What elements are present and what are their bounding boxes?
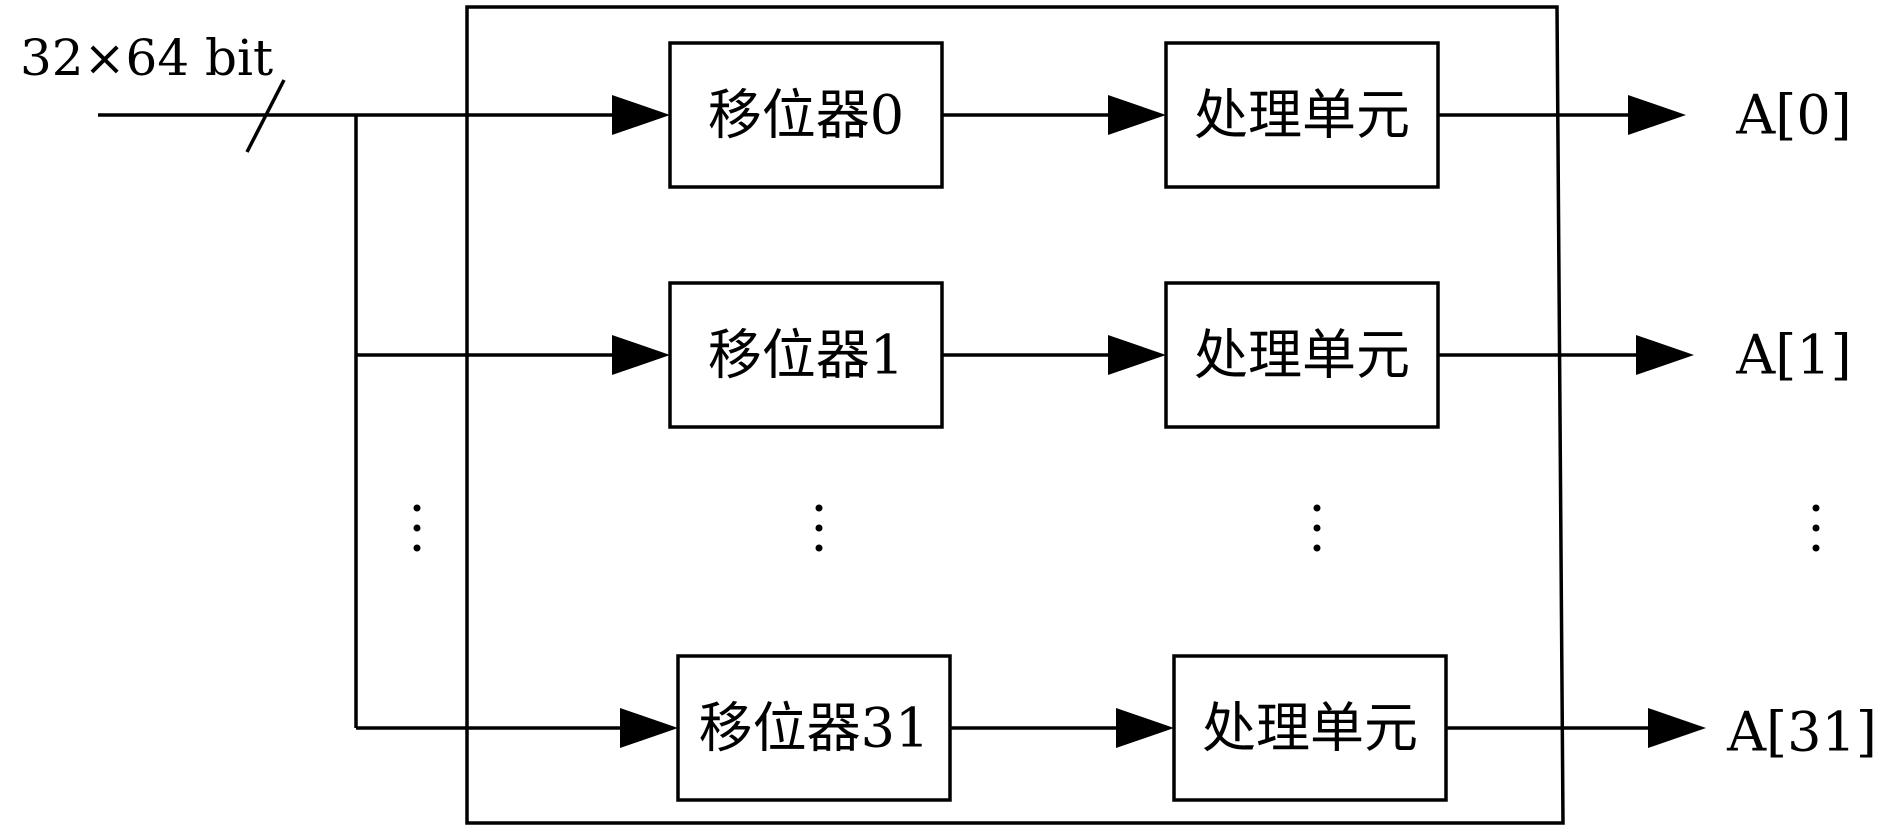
output-label-31: A[31]: [1726, 701, 1877, 764]
shifter-input-arrow-1: [612, 335, 670, 375]
output-label-0: A[0]: [1735, 84, 1852, 147]
unit-input-arrow-31: [1116, 708, 1174, 748]
bus-width-slash: [245, 79, 286, 153]
shifter-input-arrow-0: [612, 95, 670, 135]
ellipsis-trunk: [413, 504, 421, 552]
output-arrow-31: [1648, 708, 1706, 748]
channel-row-1: 移位器1 处理单元 A[1]: [356, 281, 1852, 429]
channel-row-0: 移位器0 处理单元 A[0]: [356, 41, 1852, 189]
processing-unit-label-1: 处理单元: [1194, 324, 1410, 387]
outer-frame: [465, 5, 1565, 825]
ellipsis-shifters: [815, 504, 823, 552]
processing-unit-box-1: [1164, 281, 1440, 429]
output-arrow-0: [1628, 95, 1686, 135]
shifter-label-31: 移位器31: [699, 697, 930, 760]
shifter-box-0: [668, 41, 944, 189]
shifter-box-31: [676, 654, 952, 802]
shifter-label-1: 移位器1: [708, 324, 904, 387]
shifter-input-arrow-31: [620, 708, 678, 748]
unit-input-arrow-1: [1108, 335, 1166, 375]
processing-unit-label-0: 处理单元: [1194, 84, 1410, 147]
bus-width-label: 32×64 bit: [20, 29, 273, 87]
processing-unit-label-31: 处理单元: [1202, 697, 1418, 760]
shifter-label-0: 移位器0: [708, 84, 904, 147]
output-arrow-1: [1636, 335, 1694, 375]
unit-input-arrow-0: [1108, 95, 1166, 135]
processing-unit-box-31: [1172, 654, 1448, 802]
output-label-1: A[1]: [1735, 324, 1852, 387]
ellipsis-outputs: [1812, 504, 1820, 552]
ellipsis-processing-units: [1313, 504, 1321, 552]
channel-row-31: 移位器31 处理单元 A[31]: [356, 654, 1877, 802]
